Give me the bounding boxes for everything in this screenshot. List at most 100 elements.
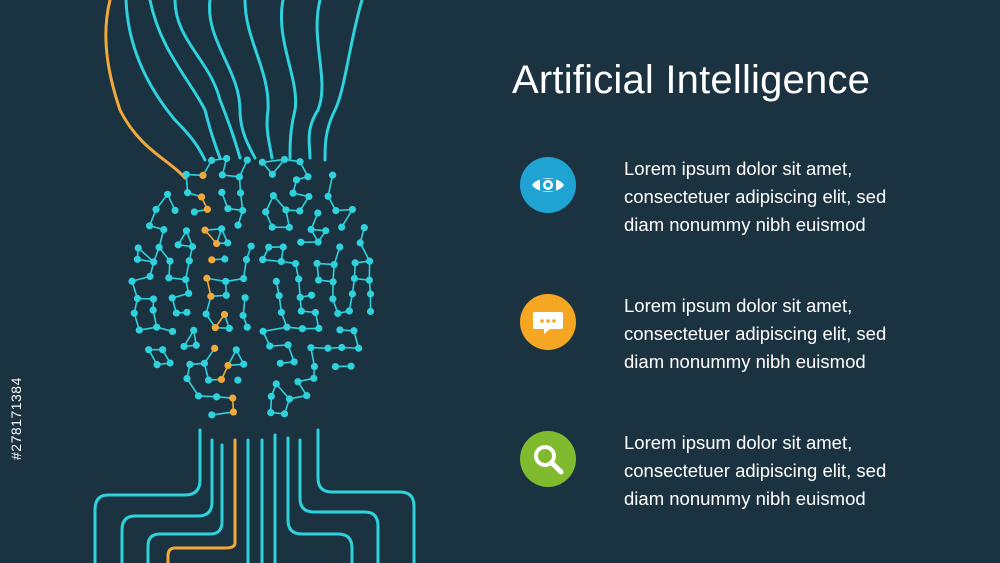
network-node	[150, 258, 158, 266]
network-node	[329, 295, 337, 303]
network-node	[232, 346, 240, 354]
network-node	[229, 408, 238, 416]
network-node	[259, 327, 267, 335]
network-node	[329, 171, 337, 179]
network-node	[298, 325, 306, 333]
network-node	[366, 307, 375, 316]
network-node	[338, 223, 346, 231]
network-node	[190, 326, 198, 334]
network-node	[348, 290, 356, 298]
network-node	[239, 206, 247, 215]
stock-id-text: #278171384	[8, 377, 24, 460]
network-node	[229, 394, 237, 402]
feature-line: Lorem ipsum dolor sit amet,	[624, 295, 853, 316]
network-node	[130, 309, 138, 317]
network-node	[336, 243, 344, 251]
network-node	[267, 408, 275, 417]
network-node	[310, 362, 319, 371]
network-node	[153, 323, 161, 331]
network-node	[182, 227, 191, 235]
network-node	[290, 358, 298, 366]
network-node	[168, 294, 176, 302]
network-node	[258, 158, 266, 166]
network-node	[324, 192, 332, 200]
network-node	[296, 293, 304, 301]
network-node	[348, 205, 356, 214]
network-node	[190, 208, 198, 216]
network-node	[225, 324, 233, 332]
network-node	[366, 257, 374, 265]
network-node	[365, 276, 373, 284]
network-node	[166, 257, 174, 265]
network-node	[188, 243, 197, 251]
network-node	[345, 307, 353, 315]
feature-line: diam nonummy nibh euismod	[624, 214, 866, 235]
network-node	[185, 289, 193, 298]
network-node	[285, 395, 294, 403]
network-node	[314, 238, 322, 246]
network-node	[183, 374, 191, 383]
network-node	[201, 226, 209, 234]
brain-circuit-illustration	[93, 0, 416, 563]
feature-text-3: Lorem ipsum dolor sit amet, consectetuer…	[624, 429, 984, 513]
network-node	[268, 170, 276, 178]
magnifier-icon	[520, 431, 576, 487]
feature-line: Lorem ipsum dolor sit amet,	[624, 432, 853, 453]
network-node	[217, 375, 226, 384]
network-node	[280, 155, 289, 164]
network-node	[315, 276, 323, 284]
network-node	[279, 243, 287, 251]
network-node	[347, 362, 355, 370]
network-node	[153, 361, 161, 369]
network-node	[280, 410, 289, 418]
network-node	[224, 361, 232, 370]
feature-item-3: Lorem ipsum dolor sit amet, consectetuer…	[520, 429, 980, 519]
network-node	[221, 255, 229, 263]
network-node	[149, 295, 158, 303]
network-node	[145, 346, 153, 354]
network-node	[247, 242, 255, 250]
network-node	[222, 277, 230, 286]
network-node	[203, 205, 211, 213]
network-node	[183, 189, 192, 197]
network-node	[174, 241, 182, 249]
network-node	[329, 278, 337, 286]
network-node	[211, 324, 219, 332]
network-node	[160, 225, 168, 234]
network-node	[259, 256, 267, 264]
network-node	[296, 207, 304, 215]
feature-item-2: Lorem ipsum dolor sit amet, consectetuer…	[520, 292, 980, 382]
network-node	[240, 360, 248, 368]
network-node	[310, 374, 318, 382]
stock-id-vertical: #278171384	[6, 332, 26, 462]
network-node	[366, 290, 375, 298]
network-node	[128, 277, 136, 285]
network-node	[307, 344, 315, 352]
feature-line: diam nonummy nibh euismod	[624, 488, 866, 509]
network-node	[200, 359, 209, 367]
feature-item-1: Lorem ipsum dolor sit amet, consectetuer…	[520, 155, 980, 245]
network-node	[272, 380, 280, 388]
page-title: Artificial Intelligence	[512, 58, 871, 102]
network-node	[243, 156, 251, 164]
network-node	[208, 156, 216, 164]
network-node	[313, 259, 321, 268]
network-node	[269, 192, 278, 200]
network-node	[275, 292, 283, 300]
network-node	[266, 342, 274, 350]
network-node	[241, 294, 249, 302]
feature-text-2: Lorem ipsum dolor sit amet, consectetuer…	[624, 292, 984, 376]
network-node	[208, 411, 216, 419]
network-node	[334, 309, 342, 318]
network-node	[285, 223, 293, 231]
network-node	[282, 206, 290, 214]
network-node	[135, 326, 143, 334]
network-node	[133, 255, 142, 263]
feature-text-1: Lorem ipsum dolor sit amet, consectetuer…	[624, 155, 984, 239]
network-node	[289, 189, 297, 197]
network-node	[159, 346, 167, 354]
network-node	[303, 391, 311, 400]
network-node	[355, 344, 363, 352]
network-node	[262, 208, 270, 216]
network-node	[360, 224, 368, 232]
